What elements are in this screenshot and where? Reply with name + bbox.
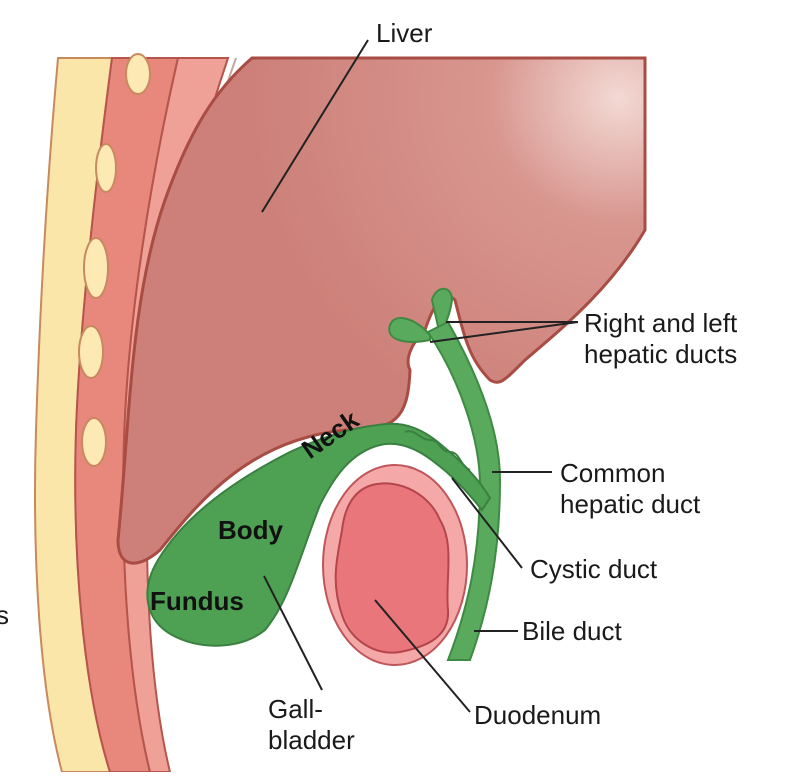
leader-cystic: [451, 477, 523, 569]
common-hepatic-and-bile-duct: [426, 320, 502, 661]
cystic-duct-folds: [404, 430, 471, 471]
hepatic-ducts-label: Right and left hepatic ducts: [584, 308, 737, 370]
leader-liver: [261, 39, 369, 213]
edge-fragment-label: s: [0, 600, 9, 630]
gallbladder-line1: Gall-: [268, 694, 323, 724]
duodenum-lumen: [334, 482, 450, 654]
fat-lobule: [95, 143, 117, 193]
biliary-tree: [146, 287, 502, 661]
fat-lobule: [78, 325, 104, 379]
leader-hepatic-ducts-2: [429, 321, 579, 343]
fat-lobule: [125, 53, 151, 95]
fundus-label: Fundus: [150, 586, 244, 616]
common-hepatic-label: Common hepatic duct: [560, 458, 700, 520]
leader-gallbladder: [263, 575, 323, 691]
bile-duct-label: Bile duct: [522, 616, 622, 646]
fat-lobule: [81, 417, 107, 467]
duodenum-label: Duodenum: [474, 700, 602, 730]
right-hepatic-duct: [388, 316, 431, 343]
gallbladder-shape: [146, 422, 492, 647]
common-hepatic-line2: hepatic duct: [560, 489, 701, 519]
gallbladder-line2: bladder: [268, 725, 355, 755]
body-label: Body: [218, 515, 283, 545]
cystic-duct-label: Cystic duct: [530, 554, 658, 584]
leader-duodenum: [374, 599, 471, 713]
hepatic-ducts-line1: Right and left: [584, 308, 738, 338]
hepatic-ducts-line2: hepatic ducts: [584, 339, 738, 369]
leader-lines: [261, 39, 579, 713]
gallbladder-label: Gall- bladder: [268, 694, 355, 756]
common-hepatic-line1: Common: [560, 458, 666, 488]
fat-lobule: [83, 237, 109, 299]
duodenum: [322, 464, 468, 666]
liver-label: Liver: [376, 18, 433, 48]
